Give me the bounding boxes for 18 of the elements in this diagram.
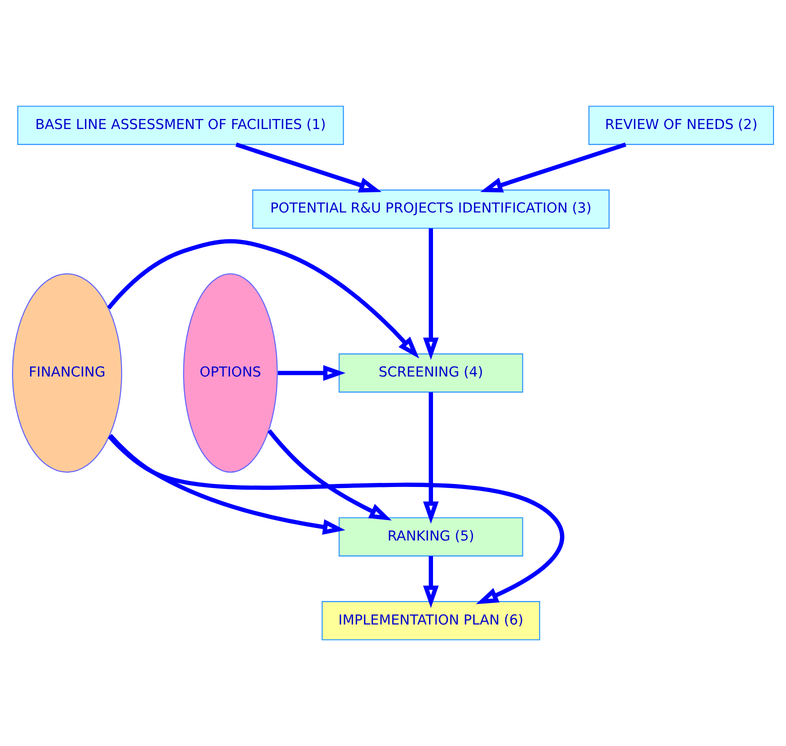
arrow [423,556,439,608]
arrow [267,429,392,521]
arrow [423,392,439,524]
node-box: REVIEW OF NEEDS (2) [588,106,774,145]
arrow [423,228,439,360]
arrow [108,435,564,604]
node-box: IMPLEMENTATION PLAN (6) [322,601,540,640]
node-box: POTENTIAL R&U PROJECTS IDENTIFICATION (3) [252,190,610,229]
arrow [235,142,382,192]
node-ellipse: FINANCING [12,273,122,473]
node-box: BASE LINE ASSESSMENT OF FACILITIES (1) [17,106,344,145]
node-box: SCREENING (4) [338,353,524,393]
arrow [106,239,420,358]
node-box: RANKING (5) [338,517,524,556]
arrow [480,142,626,192]
node-ellipse: OPTIONS [183,273,278,473]
arrow [108,434,346,535]
arrow [278,365,346,381]
